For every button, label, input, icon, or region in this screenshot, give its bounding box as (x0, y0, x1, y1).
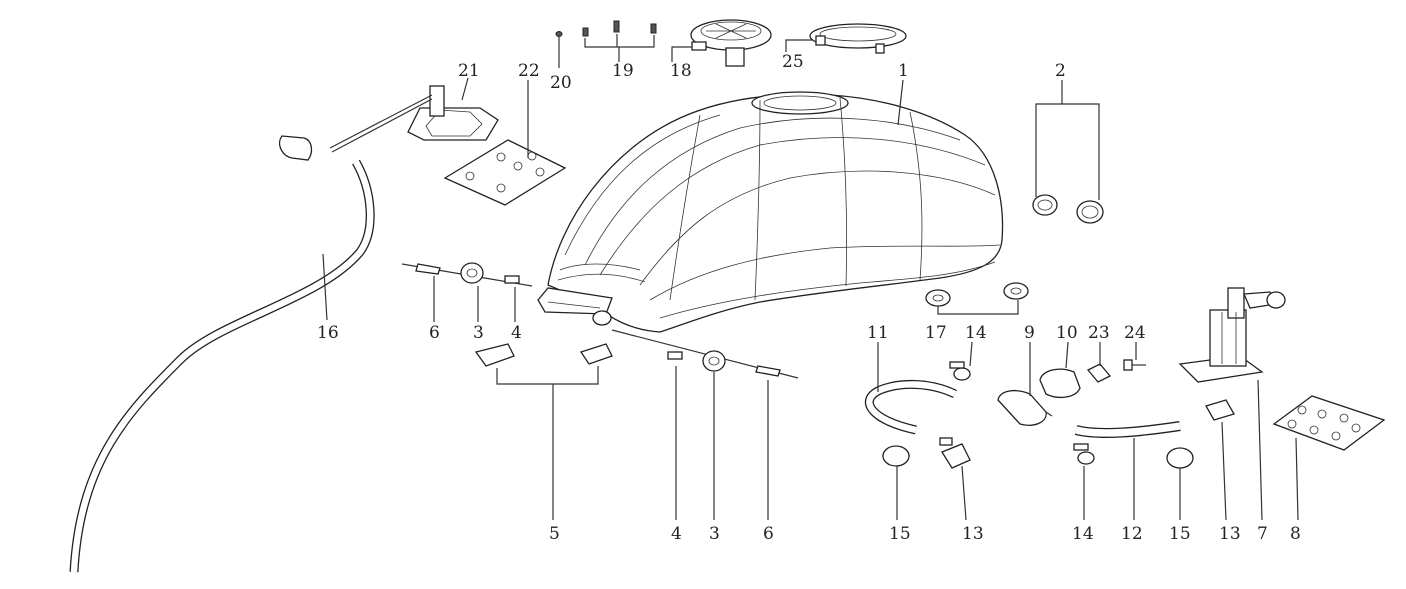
clip-23 (1086, 342, 1112, 383)
screw-20 (555, 31, 563, 68)
screws-19 (582, 20, 657, 62)
callout-4-right: 4 (671, 524, 682, 544)
callout-4-left: 4 (511, 323, 522, 343)
callout-18: 18 (670, 61, 692, 81)
gasket-8 (1272, 395, 1386, 521)
callout-12: 12 (1121, 524, 1143, 544)
callout-16: 16 (317, 323, 339, 343)
fuel-sender-21 (278, 77, 499, 161)
cap-ring-25 (785, 23, 907, 54)
callout-22: 22 (518, 61, 540, 81)
callout-6-right: 6 (763, 524, 774, 544)
callout-3-right: 3 (709, 524, 720, 544)
cap-15-right (1166, 447, 1194, 520)
mount-hardware-left (401, 262, 613, 520)
callout-24: 24 (1124, 323, 1146, 343)
clamp-14-lower (1073, 443, 1095, 520)
callout-25: 25 (782, 52, 804, 72)
gasket-22 (443, 80, 567, 206)
callout-15-right: 15 (1169, 524, 1191, 544)
mount-hardware-right (611, 329, 799, 520)
sleeve-10 (1039, 341, 1081, 399)
callout-2: 2 (1055, 61, 1066, 81)
callout-23: 23 (1088, 323, 1110, 343)
fuel-pump-7 (1178, 287, 1286, 521)
callout-14-upper: 14 (965, 323, 987, 343)
connector-13-left (939, 437, 971, 521)
callout-7: 7 (1257, 524, 1268, 544)
callout-20: 20 (550, 73, 572, 93)
clamp-14-upper (949, 341, 973, 381)
callout-15-left: 15 (889, 524, 911, 544)
fuel-filter-9 (997, 342, 1053, 426)
grommets-17 (925, 282, 1029, 315)
callout-3-left: 3 (473, 323, 484, 343)
fuel-cap-18 (671, 19, 772, 67)
callout-11: 11 (867, 323, 889, 343)
callout-1: 1 (898, 61, 909, 81)
connector-13-right (1205, 399, 1235, 521)
leader-1 (897, 79, 904, 126)
hose-16 (69, 159, 375, 573)
callout-labels: 1 2 3 3 4 4 5 6 6 7 8 9 10 11 12 13 13 1… (317, 52, 1301, 544)
callout-5: 5 (549, 524, 560, 544)
hose-12 (1074, 421, 1181, 520)
callout-6-left: 6 (429, 323, 440, 343)
callout-17: 17 (925, 323, 947, 343)
callout-10: 10 (1056, 323, 1078, 343)
callout-19: 19 (612, 61, 634, 81)
callout-8: 8 (1290, 524, 1301, 544)
grommets-2 (1032, 80, 1104, 224)
callout-13-left: 13 (962, 524, 984, 544)
callout-21: 21 (458, 61, 480, 81)
hose-11 (864, 342, 957, 435)
callout-14-lower: 14 (1072, 524, 1094, 544)
bolt-24 (1123, 342, 1146, 371)
cap-15-left (882, 445, 910, 520)
fuel-tank (537, 91, 1004, 333)
callout-13-right: 13 (1219, 524, 1241, 544)
callout-9: 9 (1024, 323, 1035, 343)
